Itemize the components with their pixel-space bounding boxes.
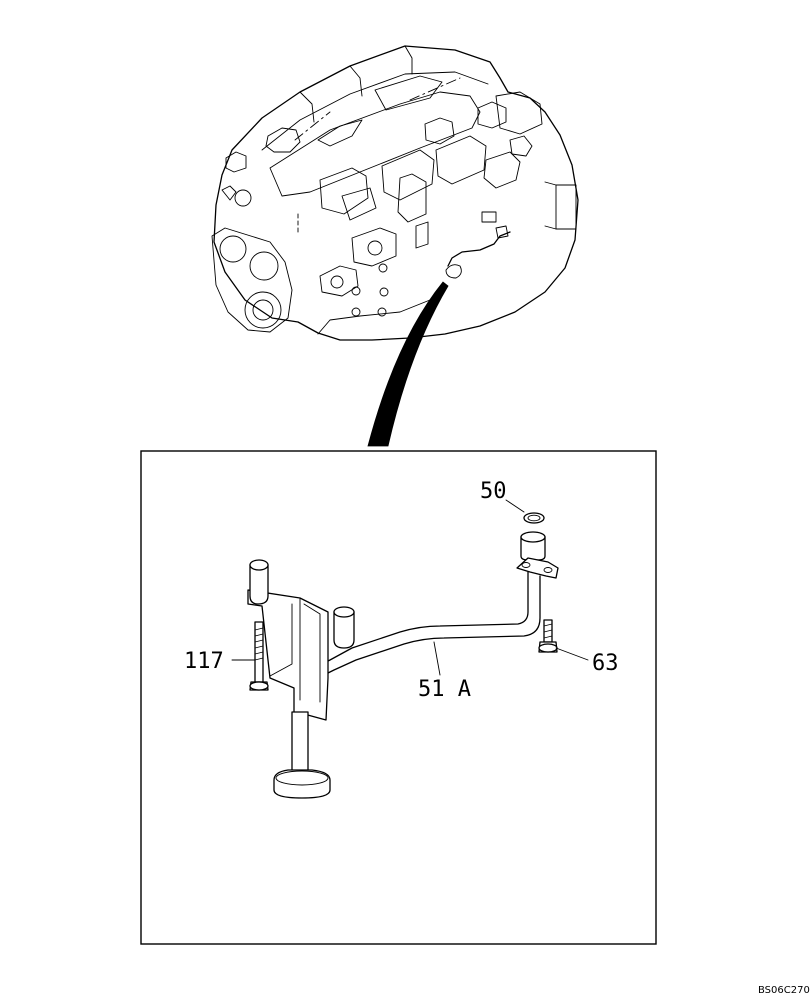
oil-level-gauge-guide-assembly — [247, 512, 559, 799]
callout-117: 117 — [184, 649, 224, 674]
figure-reference-code: BS06C270 — [758, 985, 810, 996]
detail-leader-arrow — [367, 281, 449, 447]
leader-line-50 — [505, 499, 525, 513]
leader-line-63 — [555, 647, 589, 661]
oring-part — [523, 512, 545, 524]
bolt-117-part — [249, 621, 269, 691]
callout-63: 63 — [592, 651, 619, 676]
callout-51a: 51 A — [418, 677, 471, 702]
bolt-63-part — [538, 619, 558, 653]
callout-50: 50 — [480, 479, 507, 504]
engine-overview-illustration — [211, 45, 579, 341]
detail-frame — [140, 450, 657, 945]
leader-line-51a — [433, 641, 441, 676]
